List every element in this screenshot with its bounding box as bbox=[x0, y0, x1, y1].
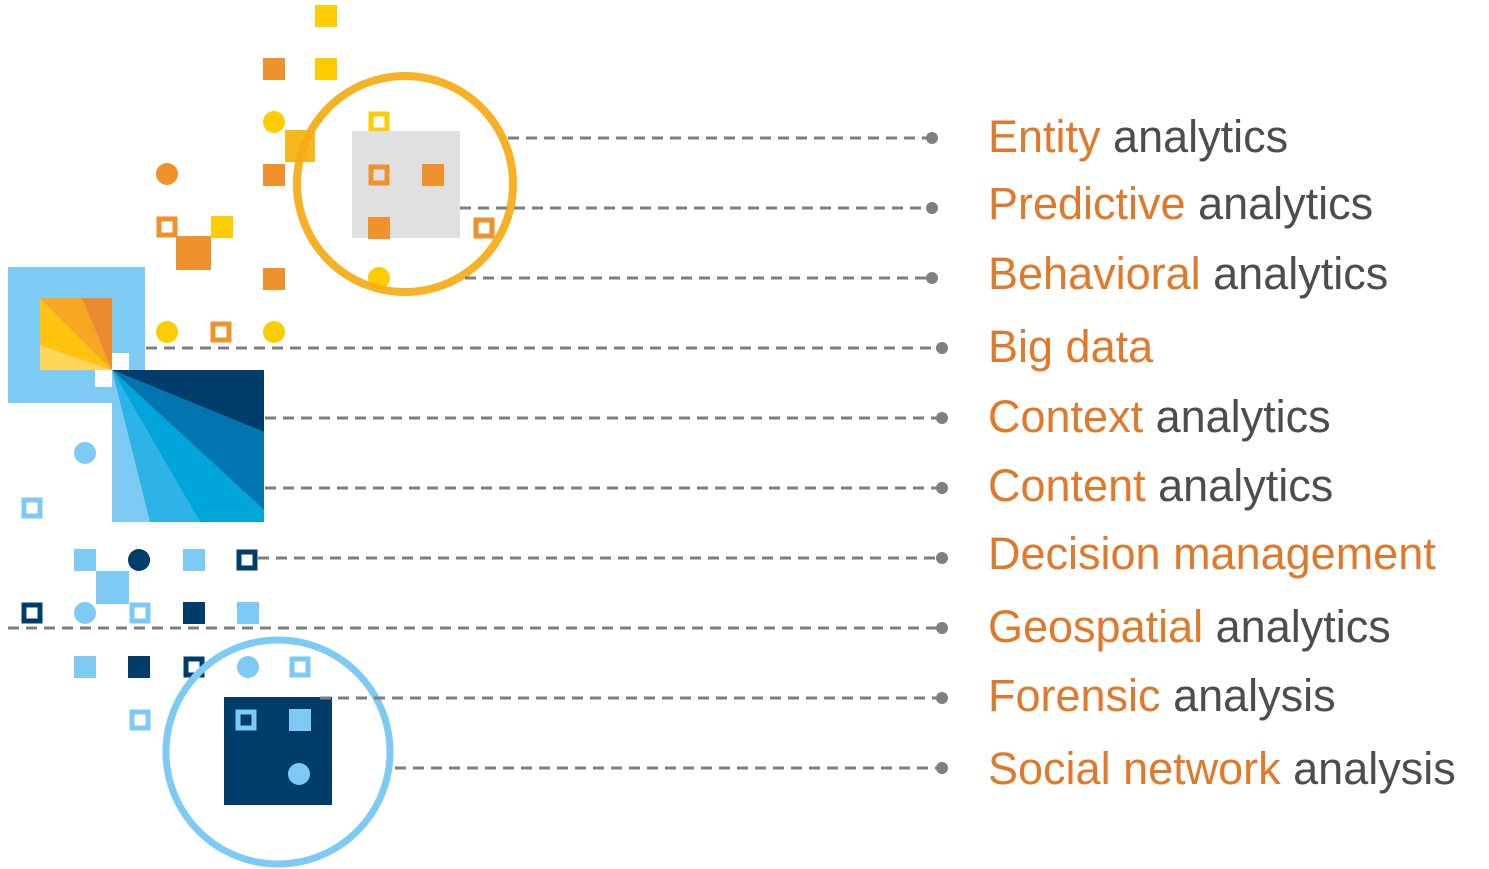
label-highlight: Decision management bbox=[988, 528, 1436, 579]
orange-ring bbox=[293, 72, 517, 296]
yellow-square bbox=[315, 5, 337, 27]
sunburst-blocks bbox=[8, 267, 264, 522]
navy-square bbox=[183, 602, 205, 624]
label-decision-management: Decision management bbox=[988, 530, 1436, 578]
label-rest: analytics bbox=[1100, 111, 1289, 162]
connector-dot bbox=[936, 762, 948, 774]
light-blue-square bbox=[289, 709, 311, 731]
label-rest: analytics bbox=[1185, 178, 1374, 229]
label-highlight: Behavioral bbox=[988, 248, 1201, 299]
orange-square bbox=[368, 217, 390, 239]
label-geospatial-analytics: Geospatial analytics bbox=[988, 603, 1391, 651]
yellow-outline-square bbox=[368, 111, 390, 133]
label-highlight: Geospatial bbox=[988, 601, 1204, 652]
connector-dot bbox=[926, 132, 938, 144]
light-blue-dot bbox=[74, 602, 96, 624]
label-highlight: Entity bbox=[988, 111, 1101, 162]
label-highlight: Forensic bbox=[988, 670, 1161, 721]
orange-square bbox=[263, 58, 285, 80]
fan-segment bbox=[82, 298, 112, 370]
orange-outline-square bbox=[368, 164, 390, 186]
light-blue-block bbox=[96, 571, 129, 604]
orange-square bbox=[422, 164, 444, 186]
label-content-analytics: Content analytics bbox=[988, 462, 1333, 510]
label-highlight: Content bbox=[988, 460, 1146, 511]
fan-segment bbox=[112, 370, 264, 522]
connector-dot bbox=[936, 412, 948, 424]
label-rest: analytics bbox=[1143, 391, 1331, 442]
label-rest: analytics bbox=[1145, 460, 1334, 511]
fan-segment bbox=[112, 370, 200, 522]
connector-dot bbox=[936, 622, 948, 634]
navy-panel bbox=[224, 697, 332, 805]
connector-dots bbox=[926, 132, 948, 774]
connector-dot bbox=[936, 692, 948, 704]
label-rest: analytics bbox=[1200, 248, 1389, 299]
light-blue-outline-square bbox=[21, 497, 43, 519]
connector-dot bbox=[926, 202, 938, 214]
light-blue-ring bbox=[162, 636, 394, 868]
light-blue-outline-square bbox=[289, 656, 311, 678]
white-notch bbox=[112, 353, 129, 370]
yellow-dot bbox=[156, 321, 178, 343]
yellow-dot bbox=[263, 321, 285, 343]
label-predictive-analytics: Predictive analytics bbox=[988, 180, 1373, 228]
label-highlight: Predictive bbox=[988, 178, 1186, 229]
label-highlight: Social network bbox=[988, 743, 1281, 794]
fan-segment bbox=[40, 298, 112, 370]
cool-mosaic bbox=[21, 442, 394, 868]
connector-dot bbox=[936, 342, 948, 354]
light-blue-square bbox=[74, 656, 96, 678]
label-big-data: Big data bbox=[988, 323, 1153, 371]
yellow-dot bbox=[263, 111, 285, 133]
yellow-square bbox=[315, 58, 337, 80]
connector-lines bbox=[8, 136, 938, 770]
label-rest: analysis bbox=[1160, 670, 1336, 721]
label-rest: analysis bbox=[1280, 743, 1456, 794]
label-rest: analytics bbox=[1203, 601, 1391, 652]
light-blue-dot bbox=[288, 763, 310, 785]
light-blue-square bbox=[237, 602, 259, 624]
connector-dot bbox=[936, 552, 948, 564]
label-highlight: Context bbox=[988, 391, 1144, 442]
label-highlight: Big data bbox=[988, 321, 1154, 372]
orange-square bbox=[263, 164, 285, 186]
connector-dot bbox=[926, 272, 938, 284]
light-blue-outline-square bbox=[235, 709, 257, 731]
yellow-square bbox=[211, 216, 233, 238]
orange-dot bbox=[156, 163, 178, 185]
label-entity-analytics: Entity analytics bbox=[988, 113, 1288, 161]
orange-block bbox=[176, 236, 211, 270]
navy-square bbox=[128, 656, 150, 678]
label-social-network-analysis: Social network analysis bbox=[988, 745, 1456, 793]
light-blue-dot bbox=[74, 442, 96, 464]
navy-outline-square bbox=[236, 549, 258, 571]
orange-outline-square bbox=[473, 217, 495, 239]
light-blue-square bbox=[74, 549, 96, 571]
orange-square bbox=[263, 268, 285, 290]
navy-dot bbox=[128, 549, 150, 571]
light-blue-outline-square bbox=[129, 709, 151, 731]
light-blue-dot bbox=[237, 656, 259, 678]
orange-outline-square bbox=[156, 216, 178, 238]
orange-outline-square bbox=[210, 321, 232, 343]
connector-dot bbox=[936, 482, 948, 494]
white-notch bbox=[95, 370, 112, 387]
label-forensic-analysis: Forensic analysis bbox=[988, 672, 1336, 720]
light-blue-square bbox=[183, 549, 205, 571]
label-behavioral-analytics: Behavioral analytics bbox=[988, 250, 1388, 298]
label-context-analytics: Context analytics bbox=[988, 393, 1331, 441]
navy-outline-square bbox=[21, 602, 43, 624]
light-blue-outline-square bbox=[129, 602, 151, 624]
warm-mosaic bbox=[156, 5, 517, 343]
